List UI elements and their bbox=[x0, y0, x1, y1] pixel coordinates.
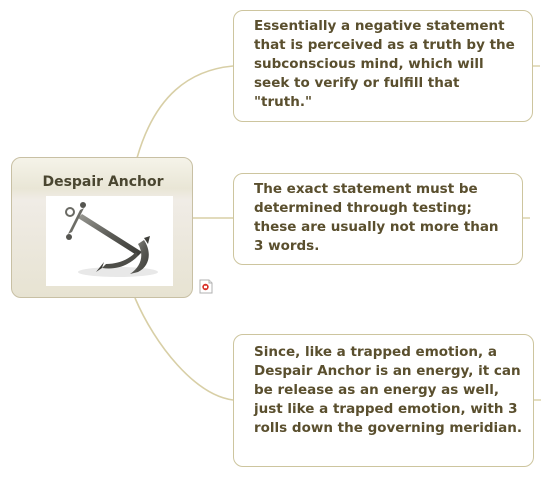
connector-topic-3 bbox=[134, 297, 234, 401]
anchor-image bbox=[46, 196, 173, 286]
subtopic-release[interactable]: Since, like a trapped emotion, a Despair… bbox=[233, 334, 534, 467]
subtopic-text: Essentially a negative statement that is… bbox=[254, 18, 515, 110]
subtopic-definition[interactable]: Essentially a negative statement that is… bbox=[233, 10, 533, 122]
subtopic-text: The exact statement must be determined t… bbox=[254, 181, 499, 254]
central-topic[interactable]: Despair Anchor bbox=[11, 157, 193, 298]
connector-topic-1 bbox=[136, 65, 234, 159]
subtopic-text: Since, like a trapped emotion, a Despair… bbox=[254, 344, 522, 436]
subtopic-testing[interactable]: The exact statement must be determined t… bbox=[233, 173, 523, 265]
note-icon[interactable] bbox=[199, 279, 213, 294]
central-title: Despair Anchor bbox=[42, 174, 164, 190]
anchor-icon bbox=[65, 202, 158, 277]
